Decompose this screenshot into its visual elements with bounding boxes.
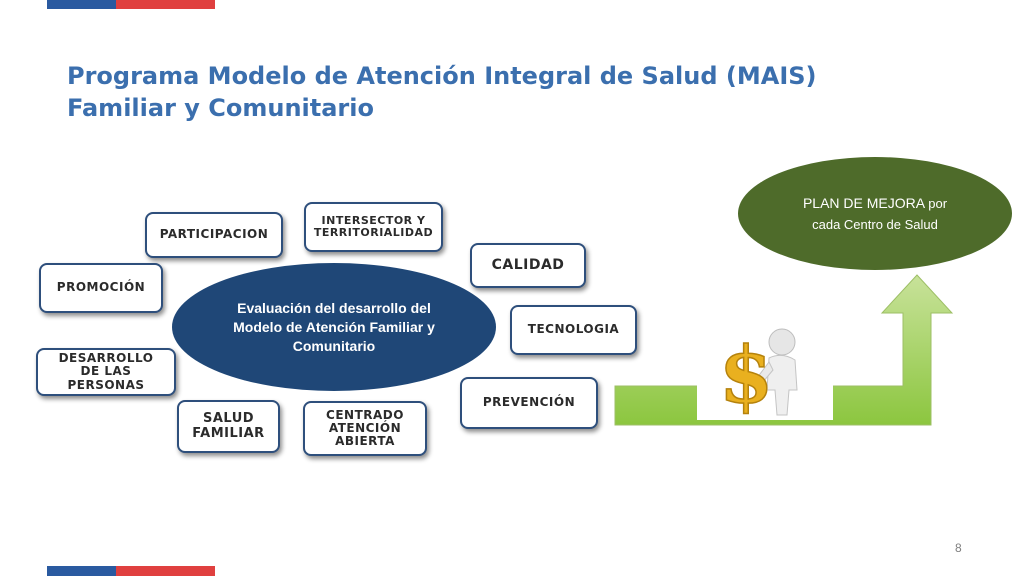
topic-centrado-line-3: ABIERTA [335,434,395,449]
topic-centrado-atencion-abierta: CENTRADO ATENCIÓN ABIERTA [303,401,427,456]
top-brand-bar-red [116,0,215,9]
stick-figure-icon: $ [718,328,798,422]
topic-calidad-label: CALIDAD [491,256,565,273]
topic-tecnologia: TECNOLOGIA [510,305,637,355]
bottom-brand-bar-blue [47,566,116,576]
evaluation-ellipse: Evaluación del desarrollo del Modelo de … [172,263,496,391]
topic-desarrollo-personas: DESARROLLO DE LAS PERSONAS [36,348,176,396]
topic-centrado-line-2: ATENCIÓN [328,420,402,435]
topic-intersector: INTERSECTOR Y TERRITORIALIDAD [304,202,443,252]
plan-mejora-por: por [928,195,948,211]
page-number: 8 [955,541,962,555]
slide-title: Programa Modelo de Atención Integral de … [67,60,867,124]
topic-salud-familiar: SALUD FAMILIAR [177,400,280,453]
topic-promocion: PROMOCIÓN [39,263,163,313]
topic-promocion-label: PROMOCIÓN [56,280,146,295]
figure-with-dollar-image: $ [697,320,833,422]
plan-mejora-ellipse: PLAN DE MEJORA por cada Centro de Salud [738,157,1012,270]
topic-prevencion: PREVENCIÓN [460,377,598,429]
topic-participacion-label: PARTICIPACION [159,227,269,242]
plan-mejora-main: PLAN DE MEJORA [802,194,925,211]
topic-desarrollo-line-2: DE LAS [80,364,132,379]
topic-intersector-line-2: TERRITORIALIDAD [313,226,434,239]
topic-salud-line-2: FAMILIAR [192,425,265,441]
slide-title-line-1: Programa Modelo de Atención Integral de … [67,62,817,90]
dollar-icon: $ [719,330,773,420]
topic-salud-line-1: SALUD [202,411,255,427]
plan-mejora-text: PLAN DE MEJORA por cada Centro de Salud [803,193,947,235]
topic-desarrollo-line-3: PERSONAS [67,377,145,392]
topic-intersector-line-1: INTERSECTOR Y [321,213,426,227]
topic-calidad: CALIDAD [470,243,586,288]
top-brand-bar-blue [47,0,116,9]
topic-desarrollo-line-1: DESARROLLO [58,351,154,366]
topic-participacion: PARTICIPACION [145,212,283,258]
plan-mejora-sub: cada Centro de Salud [812,216,938,232]
topic-centrado-line-1: CENTRADO [326,407,404,422]
slide-title-line-2: Familiar y Comunitario [67,94,374,122]
topic-prevencion-label: PREVENCIÓN [482,395,576,410]
topic-tecnologia-label: TECNOLOGIA [527,322,620,337]
bottom-brand-bar-red [116,566,215,576]
evaluation-ellipse-text: Evaluación del desarrollo del Modelo de … [233,299,435,354]
